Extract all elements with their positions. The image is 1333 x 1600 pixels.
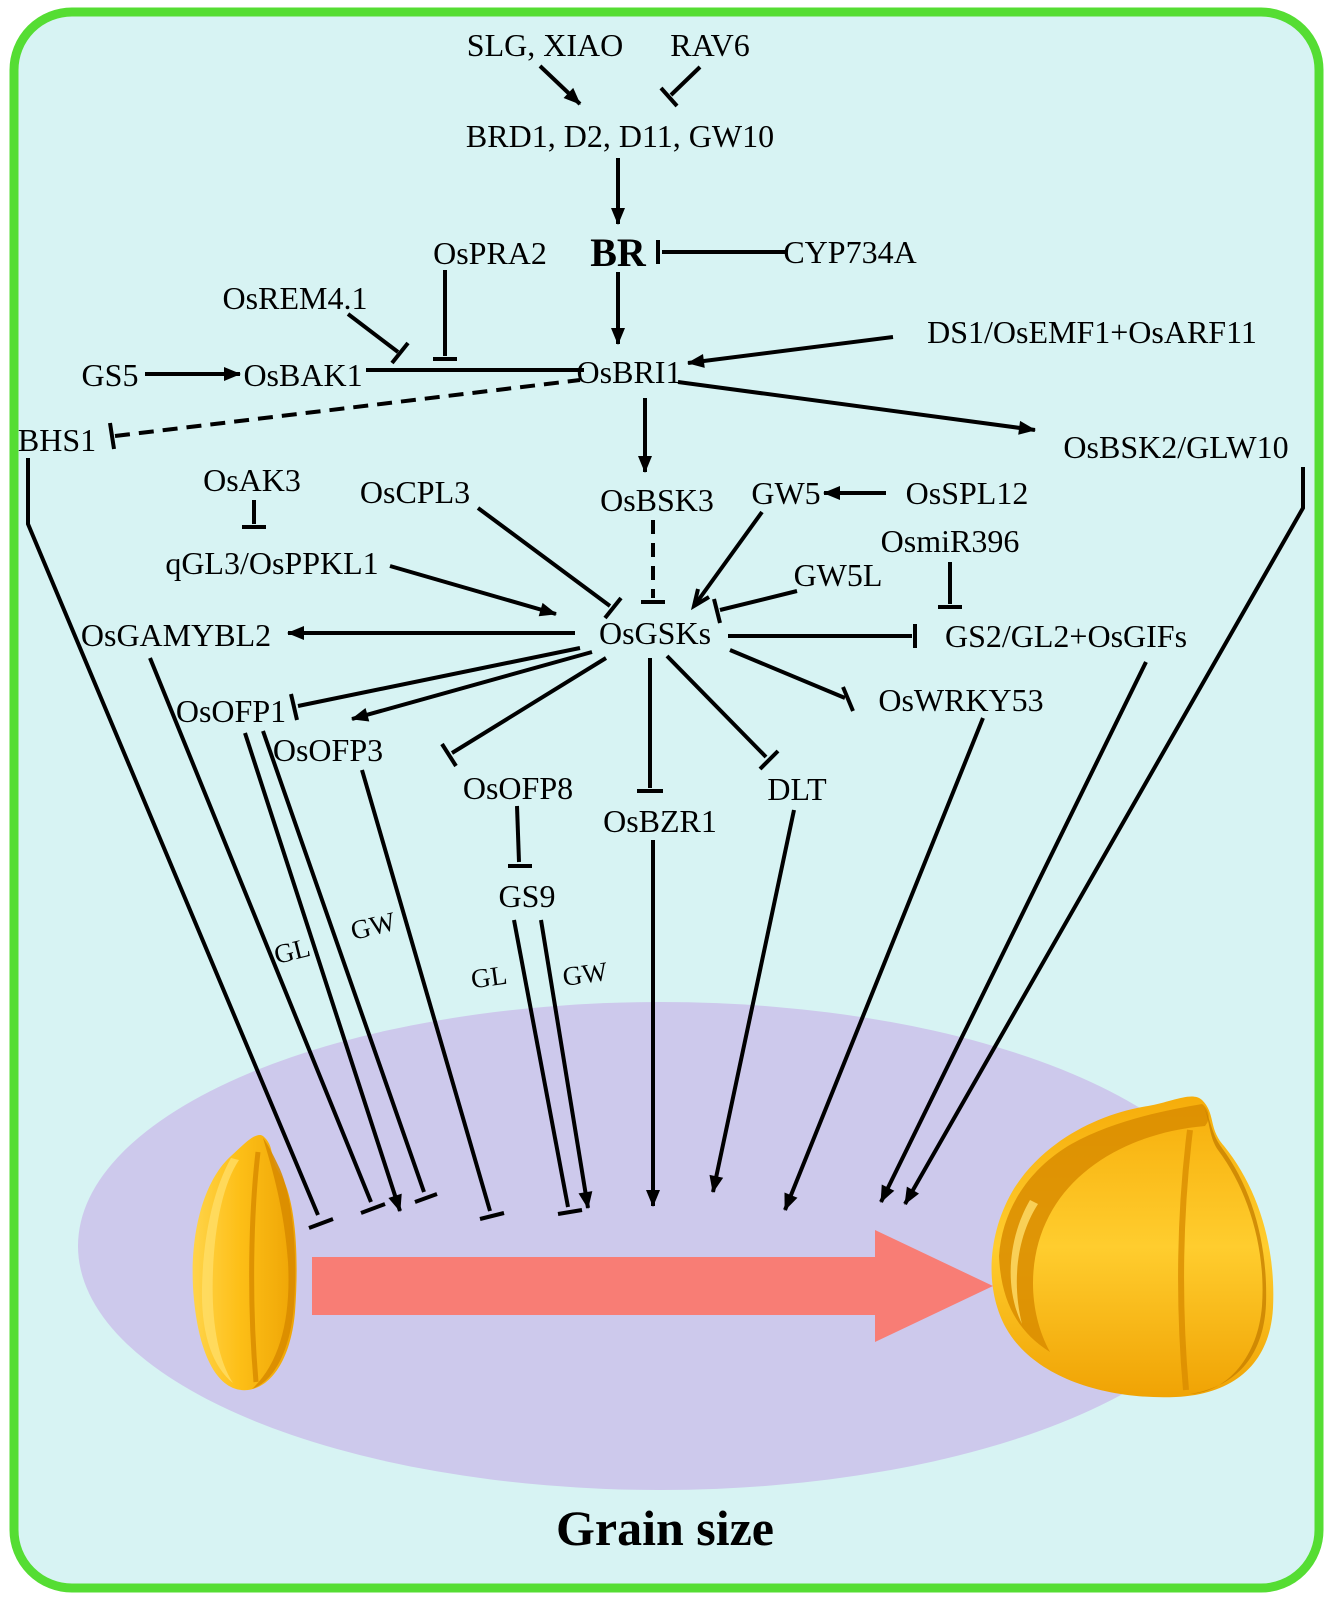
tbar-rav6 [659, 86, 679, 108]
large-grain-fold [999, 1104, 1209, 1352]
node-oswrky53: OsWRKY53 [878, 682, 1043, 718]
tbar-grain-gs9 [557, 1208, 583, 1216]
edge-gw5l-to-osgsks [719, 589, 798, 612]
small-grain-highlight [201, 1158, 239, 1383]
node-osmir396: OsmiR396 [881, 523, 1020, 559]
node-osbak1: OsBAK1 [243, 357, 362, 393]
node-gs5: GS5 [82, 357, 139, 393]
tbar-grain-osofp1 [414, 1192, 438, 1204]
node-osspl12: OsSPL12 [906, 475, 1029, 511]
edge-bhs1-to-grain [26, 458, 320, 1216]
edge-osgsks-to-osofp3 [351, 650, 593, 722]
edge-osgamybl2-to-grain [148, 657, 373, 1203]
grain-fan-edges [26, 458, 1305, 1230]
tbar-bhs1 [108, 422, 116, 450]
edge-osofp8-to-gs9 [515, 805, 521, 863]
large-grain-edge [1190, 1104, 1267, 1394]
edge-osgsks-to-dlt [665, 654, 768, 759]
node-ds1-complex: DS1/OsEMF1+OsARF11 [927, 314, 1257, 350]
large-grain-image [991, 1096, 1274, 1398]
edge-gs9-gl-to-grain [512, 919, 570, 1208]
tbar-grain-osofp3 [479, 1211, 505, 1221]
small-grain-image [192, 1134, 297, 1391]
node-gs2-complex: GS2/GL2+OsGIFs [945, 618, 1187, 654]
edge-osbri1-to-bhs1-dashed [114, 378, 581, 438]
edge-gs2-to-grain [879, 661, 1148, 1203]
edge-qgl3-to-osgsks [389, 564, 557, 617]
node-gw5l: GW5L [794, 557, 883, 593]
node-gs9: GS9 [499, 878, 556, 914]
edge-slgxiao-to-brd1 [538, 64, 582, 106]
edge-gs9-gw-to-grain [539, 919, 593, 1209]
node-osbri1: OsBRI1 [577, 354, 682, 390]
node-osbsk2: OsBSK2/GLW10 [1063, 429, 1288, 465]
node-brd1-group: BRD1, D2, D11, GW10 [466, 118, 774, 154]
grain-size-arrow [312, 1230, 993, 1342]
large-grain-crease [1178, 1129, 1193, 1391]
edge-osgsks-to-osofp8 [450, 656, 608, 755]
small-grain-crease [249, 1151, 261, 1383]
edge-osofp1-gl-to-grain [243, 732, 402, 1212]
node-gw5: GW5 [751, 475, 820, 511]
edge-osbri1-to-osbsk2 [677, 380, 1036, 435]
node-oscpl3: OsCPL3 [360, 474, 470, 510]
edge-oswrky53-to-grain [783, 717, 985, 1211]
openhead-gw5 [690, 588, 711, 611]
page-title: Grain size [556, 1500, 774, 1556]
edge-oscpl3-to-osgsks [476, 506, 612, 608]
edge-osrem41 [346, 312, 400, 354]
node-osbzr1: OsBZR1 [603, 803, 717, 839]
node-bhs1: BHS1 [18, 422, 96, 458]
node-osrem4-1: OsREM4.1 [223, 280, 368, 316]
node-labels: SLG, XIAO RAV6 BRD1, D2, D11, GW10 BR Os… [18, 27, 1289, 1556]
small-grain-fold [252, 1138, 296, 1389]
edge-ds1-to-osbri1 [687, 335, 894, 368]
edge-osbsk2-to-grain [903, 467, 1305, 1205]
tbar-gw5l [712, 598, 722, 624]
edge-rav6-to-brd1 [669, 65, 702, 97]
node-osgsks: OsGSKs [599, 615, 711, 651]
tbar-osrem41 [390, 341, 410, 365]
node-osofp8: OsOFP8 [463, 770, 573, 806]
edge-label-gw-right: GW [561, 956, 610, 992]
tbar-osofp1 [289, 693, 299, 721]
edge-osofp1-gw-to-grain [261, 730, 426, 1193]
activation-edges [145, 64, 1036, 722]
edge-osgsks-to-oswrky53 [729, 648, 846, 700]
large-grain-highlight [1010, 1200, 1038, 1324]
node-qgl3: qGL3/OsPPKL1 [165, 545, 378, 581]
node-osak3: OsAK3 [203, 462, 301, 498]
edge-gw5-to-osgsks [695, 510, 764, 604]
tbar-grain-osgamybl2 [360, 1202, 386, 1215]
edge-label-gl-right: GL [469, 960, 509, 995]
panel-border [9, 7, 1324, 1593]
tbar-oscpl3 [603, 596, 623, 620]
tbar-grain-bhs1 [308, 1217, 334, 1230]
node-br: BR [590, 230, 647, 275]
tbar-oswrky53 [841, 686, 855, 712]
inhibition-edges [108, 65, 962, 868]
node-osgamybl2: OsGAMYBL2 [81, 617, 271, 653]
node-osofp3: OsOFP3 [273, 732, 383, 768]
edge-dlt-to-grain [709, 809, 796, 1193]
node-ospra2: OsPRA2 [433, 235, 547, 271]
node-osofp1: OsOFP1 [176, 693, 286, 729]
node-cyp734a: CYP734A [783, 234, 916, 270]
edge-osgsks-to-osofp1 [297, 646, 581, 708]
node-rav6: RAV6 [670, 27, 749, 63]
node-dlt: DLT [767, 771, 827, 807]
tbar-dlt [758, 749, 780, 771]
node-slg-xiao: SLG, XIAO [467, 27, 623, 63]
tbar-osofp8 [440, 742, 458, 768]
edge-osofp3-to-grain [360, 769, 492, 1212]
node-osbsk3: OsBSK3 [600, 482, 714, 518]
